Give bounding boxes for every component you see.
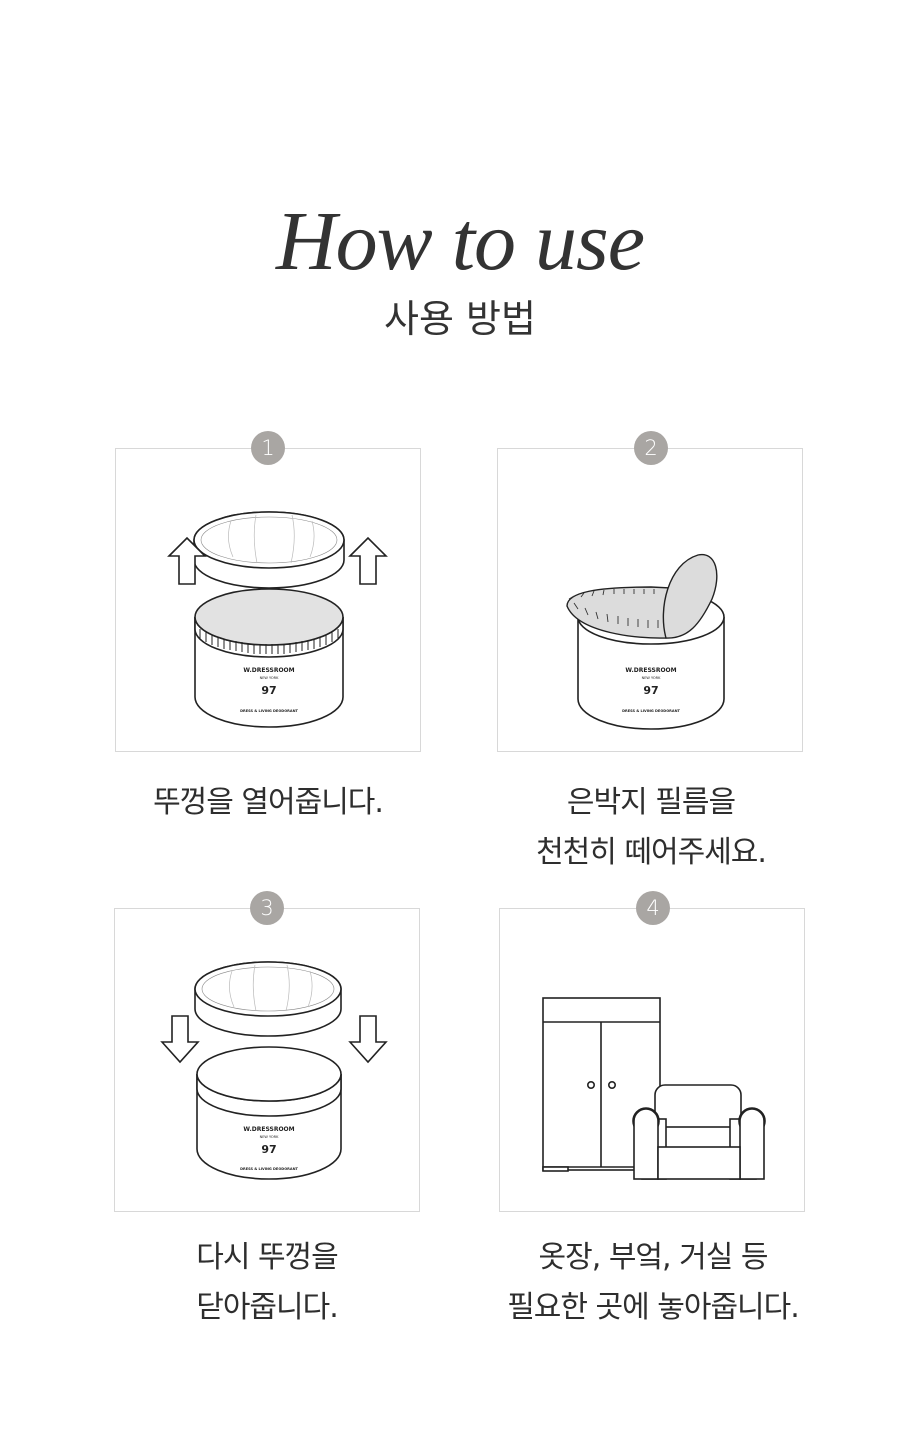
step-3-caption: 다시 뚜껑을 닫아줍니다. <box>67 1233 467 1333</box>
step-1-badge: 1 <box>251 431 285 465</box>
step-4-caption-line-1: 옷장, 부엌, 거실 등 <box>538 1240 769 1275</box>
lid-icon <box>194 961 342 1037</box>
close-lid-illustration: W.DRESSROOM NEW YORK 97 DRESS & LIVING D… <box>160 961 388 1180</box>
peel-film-illustration: W.DRESSROOM NEW YORK 97 DRESS & LIVING D… <box>566 553 725 730</box>
jar-label-brand: W.DRESSROOM <box>243 1126 294 1133</box>
step-3-caption-line-1: 다시 뚜껑을 <box>196 1240 339 1275</box>
step-3-panel: W.DRESSROOM NEW YORK 97 DRESS & LIVING D… <box>114 908 420 1212</box>
step-3-caption-line-2: 닫아줍니다. <box>196 1290 339 1325</box>
step-4-caption-line-2: 필요한 곳에 놓아줍니다. <box>507 1290 800 1325</box>
step-2-badge: 2 <box>634 431 668 465</box>
jar-label-brand: W.DRESSROOM <box>243 667 294 674</box>
step-4-panel <box>499 908 805 1212</box>
jar-icon <box>196 1046 342 1180</box>
step-2-panel: W.DRESSROOM NEW YORK 97 DRESS & LIVING D… <box>497 448 803 752</box>
step-1-caption: 뚜껑을 열어줍니다. <box>68 778 468 828</box>
foil-film-icon <box>566 553 718 639</box>
armchair-icon <box>632 1084 766 1180</box>
step-2-caption-line-2: 천천히 떼어주세요. <box>536 835 767 870</box>
step-3-badge: 3 <box>250 891 284 925</box>
arrow-down-icon <box>160 1015 200 1064</box>
jar-label-type: DRESS & LIVING DEODORANT <box>240 709 298 713</box>
step-2-caption: 은박지 필름을 천천히 떼어주세요. <box>451 778 851 878</box>
jar-label-city: NEW YORK <box>260 676 280 680</box>
placement-illustration <box>542 997 766 1180</box>
arrow-down-icon <box>348 1015 388 1064</box>
step-4-badge: 4 <box>636 891 670 925</box>
step-1-panel: W.DRESSROOM NEW YORK 97 DRESS & LIVING D… <box>115 448 421 752</box>
step-1-caption-line-1: 뚜껑을 열어줍니다. <box>153 785 384 820</box>
step-4-caption: 옷장, 부엌, 거실 등 필요한 곳에 놓아줍니다. <box>453 1233 853 1333</box>
jar-label-type: DRESS & LIVING DEODORANT <box>240 1167 298 1171</box>
page-title: How to use <box>276 195 645 288</box>
jar-label-city: NEW YORK <box>642 676 662 680</box>
jar-label-number: 97 <box>261 1143 276 1156</box>
open-lid-illustration: W.DRESSROOM NEW YORK 97 DRESS & LIVING D… <box>167 511 388 728</box>
lid-icon <box>193 511 345 589</box>
jar-label-number: 97 <box>643 684 658 697</box>
page-subtitle: 사용 방법 <box>384 297 536 341</box>
jar-label-city: NEW YORK <box>260 1135 280 1139</box>
arrow-up-icon <box>167 536 207 585</box>
jar-label-type: DRESS & LIVING DEODORANT <box>622 709 680 713</box>
jar-label-brand: W.DRESSROOM <box>625 667 676 674</box>
arrow-up-icon <box>348 536 388 585</box>
jar-icon <box>194 588 344 728</box>
jar-label-number: 97 <box>261 684 276 697</box>
step-2-caption-line-1: 은박지 필름을 <box>566 785 736 820</box>
